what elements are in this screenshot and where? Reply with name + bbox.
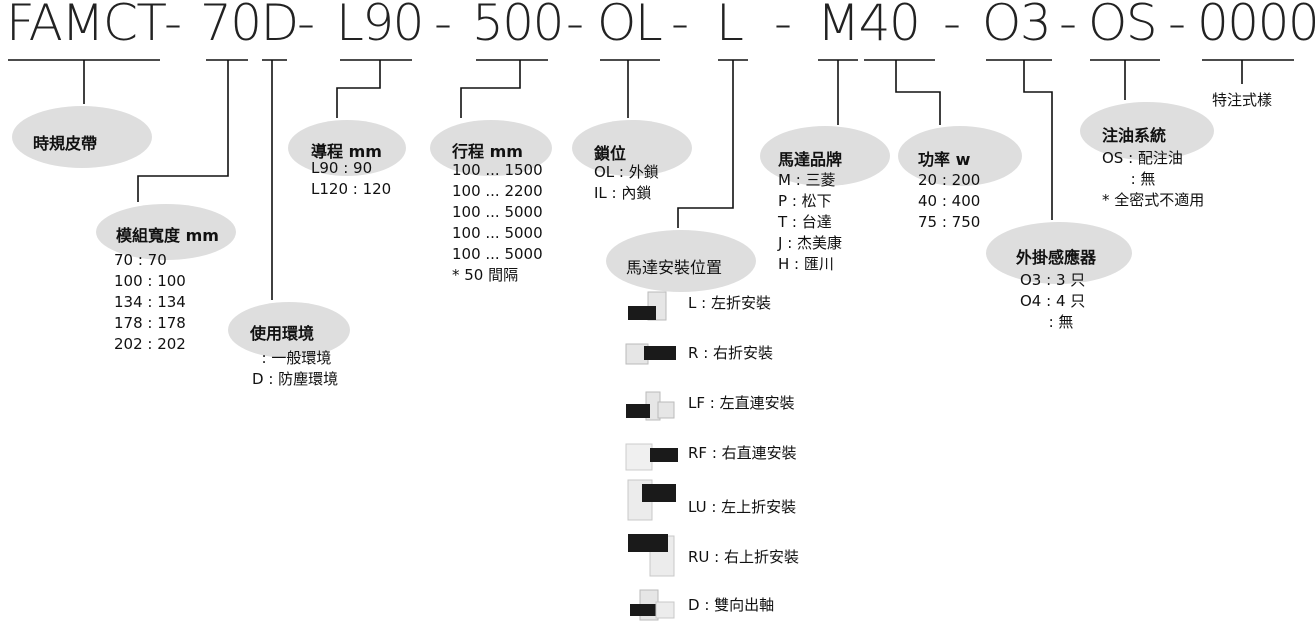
- belt-title: 時規皮帶: [33, 134, 98, 153]
- code-dash: -: [434, 0, 452, 52]
- motor-brand-list: M : 三菱 P : 松下 T : 台達 J : 杰美康 H : 匯川: [778, 170, 842, 275]
- lock-option: IL : 內鎖: [594, 184, 652, 202]
- width-option: 134 : 134: [114, 293, 186, 311]
- stroke-option: 100 ... 2200: [452, 182, 543, 200]
- sensor-option: : 無: [1020, 313, 1074, 331]
- environment-pill: [228, 302, 350, 358]
- dual-shaft-motor-icon: [630, 589, 675, 621]
- motor-brand-option: P : 松下: [778, 192, 832, 210]
- stroke-list: 100 ... 1500 100 ... 2200 100 ... 5000 1…: [452, 160, 543, 286]
- model-code: FAMCT - 70D - L90 - 500 - OL - L - M40 -…: [0, 0, 1315, 62]
- belt-pill: [12, 106, 152, 168]
- sensor-title: 外掛感應器: [1016, 248, 1097, 267]
- code-dash: -: [297, 0, 315, 52]
- right-fold-motor-icon: [625, 343, 676, 365]
- oil-pill: [1080, 102, 1214, 160]
- oil-list: OS : 配注油 : 無 * 全密式不適用: [1102, 148, 1204, 211]
- width-pill: [96, 204, 236, 260]
- power-list: 20 : 200 40 : 400 75 : 750: [918, 170, 980, 233]
- power-option: 20 : 200: [918, 171, 981, 189]
- lock-list: OL : 外鎖 IL : 內鎖: [594, 162, 659, 204]
- code-dash: -: [1059, 0, 1077, 52]
- motor-brand-option: H : 匯川: [778, 255, 834, 273]
- connector-power: [895, 60, 941, 125]
- power-option: 75 : 750: [918, 213, 981, 231]
- stroke-pill: [430, 120, 552, 176]
- code-lead: L90: [336, 0, 424, 52]
- sensor-option: O4 : 4 只: [1020, 292, 1086, 310]
- oil-note: * 全密式不適用: [1102, 191, 1205, 209]
- connector-motor-position: [677, 60, 734, 228]
- code-stroke: 500: [472, 0, 564, 52]
- motor-position-title: 馬達安裝位置: [626, 258, 723, 277]
- right-up-fold-motor-icon: [628, 534, 675, 577]
- code-dash: -: [671, 0, 689, 52]
- code-dash: -: [943, 0, 961, 52]
- width-option: 202 : 202: [114, 335, 186, 353]
- right-direct-motor-icon: [625, 443, 678, 471]
- stroke-option: 100 ... 5000: [452, 224, 543, 242]
- lead-title: 導程 mm: [311, 142, 382, 161]
- connector-sensor: [1023, 60, 1053, 220]
- code-special: 0000: [1197, 0, 1315, 52]
- lead-pill: [288, 120, 406, 176]
- left-up-fold-motor-icon: [627, 479, 676, 521]
- motor-brand-option: M : 三菱: [778, 171, 836, 189]
- code-width: 70D: [200, 0, 299, 52]
- width-option: 178 : 178: [114, 314, 186, 332]
- left-fold-motor-icon: [628, 291, 667, 321]
- code-dash: -: [566, 0, 584, 52]
- connector-lead: [336, 60, 381, 118]
- environment-title: 使用環境: [250, 324, 315, 343]
- sensor-list: O3 : 3 只 O4 : 4 只 : 無: [1020, 270, 1085, 333]
- motor-brand-title: 馬達品牌: [778, 150, 843, 169]
- oil-title: 注油系統: [1102, 126, 1167, 145]
- motor-brand-option: T : 台達: [778, 213, 832, 231]
- environment-option: : 一般環境: [252, 349, 332, 367]
- lead-option: L90 : 90: [311, 159, 373, 177]
- width-list: 70 : 70 100 : 100 134 : 134 178 : 178 20…: [114, 250, 186, 355]
- code-dash: -: [1168, 0, 1186, 52]
- motor-brand-option: J : 杰美康: [778, 234, 843, 252]
- connector-stroke: [460, 60, 521, 118]
- code-motor: M40: [817, 0, 921, 52]
- environment-list: : 一般環境 D : 防塵環境: [252, 348, 338, 390]
- width-option: 70 : 70: [114, 251, 167, 269]
- code-motor-position: L: [716, 0, 744, 52]
- lock-pill: [572, 120, 692, 176]
- width-title: 模組寬度 mm: [116, 226, 219, 245]
- motor-position-pill: [606, 230, 756, 292]
- lead-list: L90 : 90 L120 : 120: [311, 158, 391, 200]
- stroke-title: 行程 mm: [452, 142, 523, 161]
- lead-option: L120 : 120: [311, 180, 392, 198]
- code-dash: -: [164, 0, 182, 52]
- lock-option: OL : 外鎖: [594, 163, 659, 181]
- stroke-option: 100 ... 1500: [452, 161, 543, 179]
- lock-title: 鎖位: [594, 144, 627, 163]
- motor-brand-pill: [760, 126, 890, 186]
- stroke-option: 100 ... 5000: [452, 245, 543, 263]
- connector-width: [137, 60, 229, 202]
- oil-option: OS : 配注油: [1102, 149, 1183, 167]
- left-direct-motor-icon: [626, 391, 675, 421]
- stroke-note: * 50 間隔: [452, 266, 519, 284]
- special-title: 特注式樣: [1212, 91, 1273, 109]
- power-title: 功率 w: [918, 150, 971, 169]
- stroke-option: 100 ... 5000: [452, 203, 543, 221]
- code-sensor: O3: [982, 0, 1052, 52]
- code-oil: OS: [1088, 0, 1158, 52]
- width-option: 100 : 100: [114, 272, 186, 290]
- sensor-pill: [986, 222, 1132, 284]
- power-pill: [898, 126, 1022, 186]
- sensor-option: O3 : 3 只: [1020, 271, 1086, 289]
- power-option: 40 : 400: [918, 192, 981, 210]
- oil-option: : 無: [1102, 170, 1156, 188]
- code-series: FAMCT: [6, 0, 167, 52]
- code-lock: OL: [597, 0, 663, 52]
- code-dash: -: [774, 0, 792, 52]
- environment-option: D : 防塵環境: [252, 370, 339, 388]
